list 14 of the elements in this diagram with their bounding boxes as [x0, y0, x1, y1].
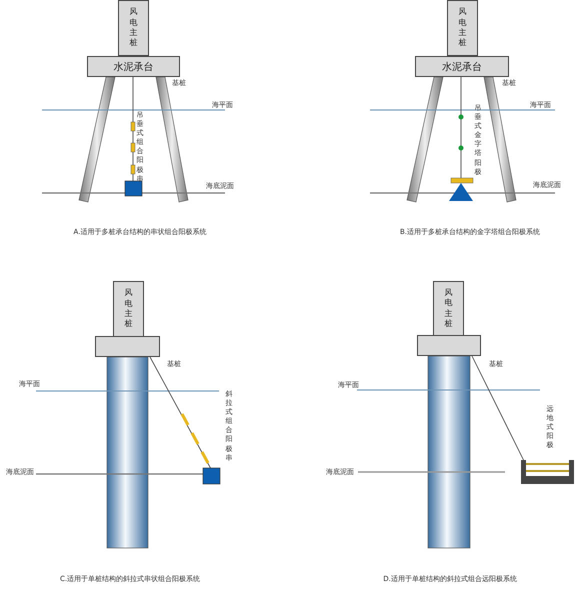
box-label: 水泥承台	[114, 60, 154, 74]
pile-top-box	[113, 281, 144, 337]
pile-cap-box	[415, 56, 509, 77]
box-label: 水泥承台	[442, 60, 482, 74]
pile-top-box	[447, 0, 478, 56]
vertical-label: 风电主桩	[124, 288, 134, 330]
vertical-label: 风电主桩	[444, 288, 454, 330]
pile-top-box	[118, 0, 149, 56]
vertical-label: 风电主桩	[458, 7, 468, 49]
pile-cap-box	[95, 336, 160, 357]
pile-top-box	[433, 281, 464, 336]
pile-cap-box	[417, 335, 481, 356]
vertical-label: 风电主桩	[128, 7, 138, 49]
pile-cap-box	[87, 56, 180, 77]
